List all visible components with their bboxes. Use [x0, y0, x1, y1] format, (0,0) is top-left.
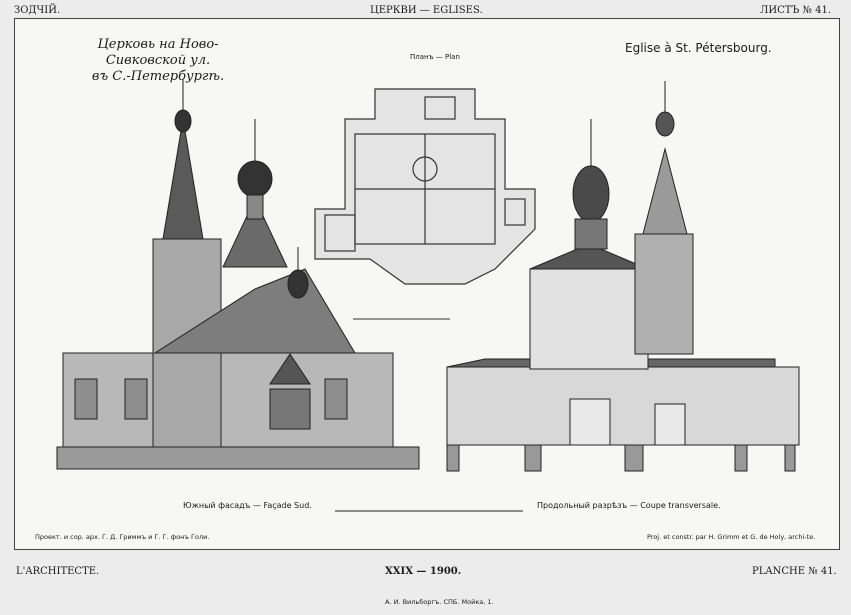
facade-drawing — [56, 79, 420, 470]
title-french: Eglise à St. Pétersbourg. — [625, 41, 772, 55]
plan-drawing — [314, 88, 536, 320]
header-right: ЛИСТЪ № 41. — [760, 5, 832, 16]
footer-right: PLANCHE № 41. — [752, 566, 837, 577]
footer-printer: А. И. Вильборгъ. СПБ. Мойка, 1. — [385, 598, 494, 606]
title-ru-line2: въ С.-Петербургѣ. — [91, 69, 225, 84]
drawings — [56, 79, 800, 512]
footer-left: L'ARCHITECTE. — [16, 566, 100, 577]
title-ru-line1: Церковь на Ново-Сивковской ул. — [97, 37, 219, 68]
credits-french: Proj. et constr. par H. Grimm et G. de H… — [647, 533, 816, 541]
header-center: ЦЕРКВИ — EGLISES. — [370, 5, 483, 16]
footer-center: XXIX — 1900. — [385, 566, 462, 577]
plan-label: Планъ — Plan — [410, 53, 460, 61]
title-russian: Церковь на Ново-Сивковской ул. въ С.-Пет… — [63, 37, 253, 85]
caption-facade: Южный фасадъ — Façade Sud. — [183, 501, 312, 510]
page-header: ЗОДЧІЙ. ЦЕРКВИ — EGLISES. ЛИСТЪ № 41. — [0, 0, 851, 18]
header-left: ЗОДЧІЙ. — [14, 5, 61, 16]
credits-russian: Проект. и сор. арх. Г. Д. Гриммъ и Г. Г.… — [35, 533, 210, 541]
caption-section: Продольный разрѣзъ — Coupe transversale. — [537, 501, 721, 510]
plate: Церковь на Ново-Сивковской ул. въ С.-Пет… — [14, 18, 840, 550]
section-drawing — [335, 81, 800, 512]
